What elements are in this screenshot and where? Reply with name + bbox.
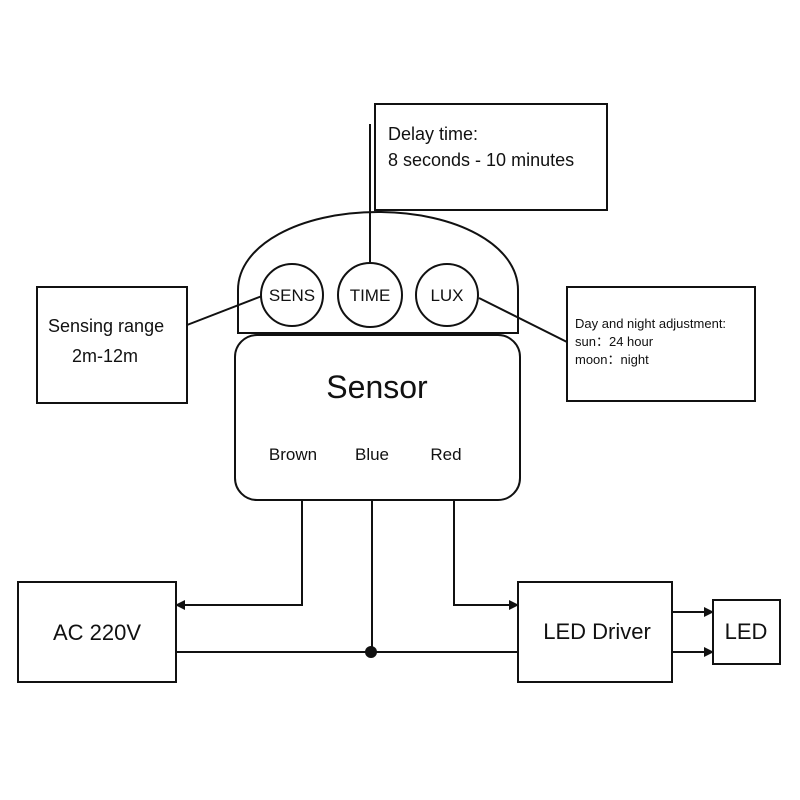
ac-220v-box: AC 220V (17, 581, 177, 683)
led-label: LED (725, 619, 768, 644)
sens-leader-line (186, 295, 263, 326)
sens-knob-label: SENS (269, 286, 315, 305)
day-night-moon: moon：night (575, 352, 649, 367)
led-driver-box: LED Driver (517, 581, 673, 683)
led-box: LED (712, 599, 781, 665)
delay-time-range: 8 seconds - 10 minutes (388, 150, 574, 170)
wire-label-red: Red (430, 445, 461, 464)
ac-220v-label: AC 220V (53, 620, 141, 645)
day-night-sun: sun：24 hour (575, 334, 654, 349)
time-knob[interactable]: TIME (337, 262, 403, 328)
sensor-title: Sensor (326, 369, 428, 405)
day-night-label: Day and night adjustment: (575, 316, 726, 331)
sensor-body: Sensor Brown Blue Red (234, 334, 521, 501)
delay-time-box: Delay time: 8 seconds - 10 minutes (374, 103, 608, 211)
wire-label-blue: Blue (355, 445, 389, 464)
wire-label-brown: Brown (269, 445, 317, 464)
lux-leader-line (478, 297, 568, 343)
time-knob-label: TIME (350, 286, 391, 305)
lux-knob[interactable]: LUX (415, 263, 479, 327)
sensing-range-value: 2m-12m (72, 346, 138, 366)
sensing-range-box: Sensing range 2m-12m (36, 286, 188, 404)
sensing-range-label: Sensing range (48, 316, 164, 336)
red-wire (453, 500, 519, 610)
junction-dot (365, 646, 377, 658)
day-night-box: Day and night adjustment: sun：24 hour mo… (566, 286, 756, 402)
delay-time-label: Delay time: (388, 124, 478, 144)
led-driver-label: LED Driver (543, 619, 651, 644)
lux-knob-label: LUX (430, 286, 463, 305)
brown-wire (175, 500, 303, 610)
sens-knob[interactable]: SENS (260, 263, 324, 327)
